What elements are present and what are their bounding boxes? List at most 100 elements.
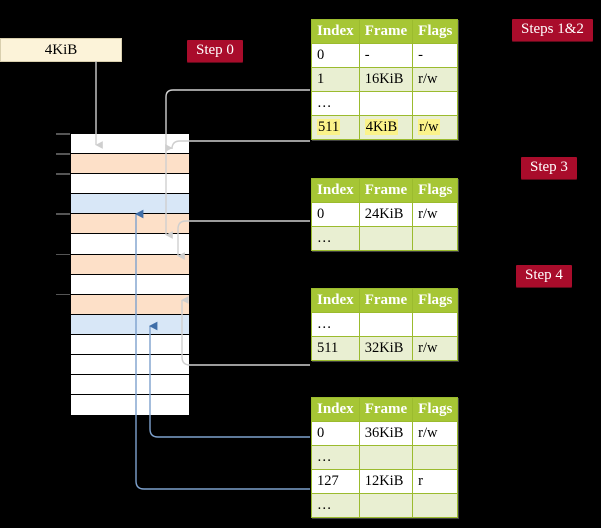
cell-index: … — [311, 91, 360, 116]
cell-flags — [412, 312, 459, 337]
cell-flags: r/w — [412, 115, 459, 140]
cell-index: … — [311, 226, 360, 251]
cell-frame — [358, 493, 414, 518]
memory-frame-row — [71, 355, 189, 376]
cell-frame: 4KiB — [358, 115, 414, 140]
cell-frame: - — [358, 43, 414, 68]
memory-row-tick — [56, 213, 70, 215]
column-header-flags: Flags — [412, 397, 459, 422]
column-header-flags: Flags — [412, 178, 459, 203]
column-header-index: Index — [311, 178, 360, 203]
column-header-frame: Frame — [358, 288, 414, 313]
badge-step-4: Step 4 — [516, 265, 572, 288]
cell-index: 0 — [311, 421, 360, 446]
cell-frame: 16KiB — [358, 67, 414, 92]
cell-frame: 32KiB — [358, 336, 414, 361]
memory-row-tick — [56, 133, 70, 135]
table-row[interactable]: … — [311, 312, 459, 337]
memory-frame-row — [71, 294, 189, 315]
column-header-flags: Flags — [412, 288, 459, 313]
source-frame-box: 4KiB — [0, 38, 122, 62]
column-header-frame: Frame — [358, 19, 414, 44]
badge-step-4-label: Step 4 — [525, 267, 563, 283]
memory-frame-row — [71, 314, 189, 335]
badge-steps-1-2: Steps 1&2 — [512, 19, 593, 42]
cell-flags: r/w — [412, 336, 459, 361]
memory-frame-row — [71, 154, 189, 175]
highlighted-value: 511 — [317, 118, 341, 135]
table-row[interactable]: … — [311, 445, 459, 470]
memory-frame-row — [71, 375, 189, 396]
memory-frame-row — [71, 335, 189, 356]
memory-row-tick — [56, 293, 70, 296]
source-frame-label: 4KiB — [44, 41, 78, 58]
cell-flags — [412, 226, 459, 251]
column-header-index: Index — [311, 288, 360, 313]
column-header-index: Index — [311, 19, 360, 44]
badge-step-0-label: Step 0 — [196, 42, 234, 58]
cell-index: 0 — [311, 43, 360, 68]
cell-frame: 12KiB — [358, 469, 414, 494]
highlighted-value: r/w — [418, 118, 440, 135]
memory-frame-row — [71, 174, 189, 195]
connector-step2 — [165, 140, 310, 152]
cell-flags — [412, 91, 459, 116]
table-row[interactable]: 511 4KiB r/w — [311, 115, 459, 140]
memory-frame-row — [71, 234, 189, 255]
table-row[interactable]: … — [311, 91, 459, 116]
cell-frame: 24KiB — [358, 202, 414, 227]
cell-index: 511 — [311, 336, 360, 361]
cell-flags: r/w — [412, 67, 459, 92]
cell-index: 511 — [311, 115, 360, 140]
memory-frame-row — [71, 194, 189, 215]
badge-step-3-label: Step 3 — [530, 159, 568, 175]
memory-frame-row — [71, 395, 189, 416]
physical-memory-column — [70, 133, 190, 416]
column-header-frame: Frame — [358, 397, 414, 422]
memory-frame-row — [71, 254, 189, 275]
memory-row-tick — [56, 173, 70, 175]
column-header-flags: Flags — [412, 19, 459, 44]
cell-flags: r — [412, 469, 459, 494]
table-row[interactable]: 0-- — [311, 43, 459, 68]
cell-flags — [412, 493, 459, 518]
memory-frame-row — [71, 274, 189, 295]
column-header-frame: Frame — [358, 178, 414, 203]
cell-flags: r/w — [412, 421, 459, 446]
cell-index: … — [311, 312, 360, 337]
cell-frame: 36KiB — [358, 421, 414, 446]
table-row[interactable]: … — [311, 493, 459, 518]
table-row[interactable]: … — [311, 226, 459, 251]
badge-step-3: Step 3 — [521, 157, 577, 180]
memory-row-tick — [56, 253, 70, 256]
cell-index: 127 — [311, 469, 360, 494]
cell-flags: - — [412, 43, 459, 68]
column-header-index: Index — [311, 397, 360, 422]
memory-frame-row — [71, 134, 189, 155]
memory-row-tick — [56, 153, 70, 155]
cell-frame — [358, 91, 414, 116]
cell-index: 0 — [311, 202, 360, 227]
badge-step-0: Step 0 — [187, 40, 243, 63]
highlighted-value: 4KiB — [364, 118, 399, 135]
cell-index: … — [311, 493, 360, 518]
cell-flags: r/w — [412, 202, 459, 227]
cell-frame — [358, 312, 414, 337]
cell-frame — [358, 445, 414, 470]
cell-index: … — [311, 445, 360, 470]
cell-flags — [412, 445, 459, 470]
